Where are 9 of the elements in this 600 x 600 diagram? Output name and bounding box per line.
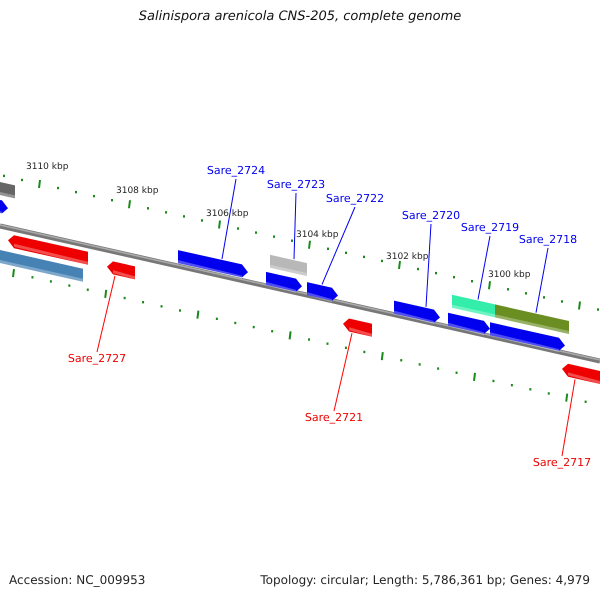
- scale-label: 3106 kbp: [206, 209, 248, 220]
- genome-info-text: Topology: circular; Length: 5,786,361 bp; Genes: 4,979: [260, 574, 590, 588]
- title: Salinispora arenicola CNS-205, complete genome: [138, 10, 462, 25]
- scale-label: 3100 kbp: [488, 270, 530, 280]
- scale-label: 3108 kbp: [116, 186, 158, 196]
- scale-label: 3110 kbp: [26, 162, 68, 172]
- scale-label: 3104 kbp: [296, 230, 338, 240]
- scale-label: 3102 kbp: [386, 252, 428, 262]
- accession-text: Accession: NC_009953: [9, 574, 146, 588]
